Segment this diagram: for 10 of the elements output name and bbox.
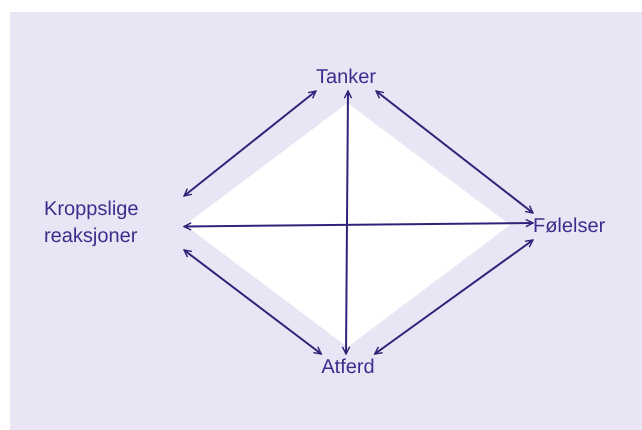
double-arrow	[375, 90, 534, 214]
double-arrow	[183, 218, 534, 231]
double-arrow	[342, 90, 352, 355]
double-arrow	[183, 249, 322, 355]
node-label: Følelser	[533, 213, 606, 240]
double-arrow	[374, 239, 534, 355]
node-label: Tanker	[316, 64, 376, 91]
node-label: Kroppslige reaksjoner	[44, 196, 184, 250]
double-arrow	[183, 90, 317, 197]
node-label: Atferd	[321, 354, 375, 381]
